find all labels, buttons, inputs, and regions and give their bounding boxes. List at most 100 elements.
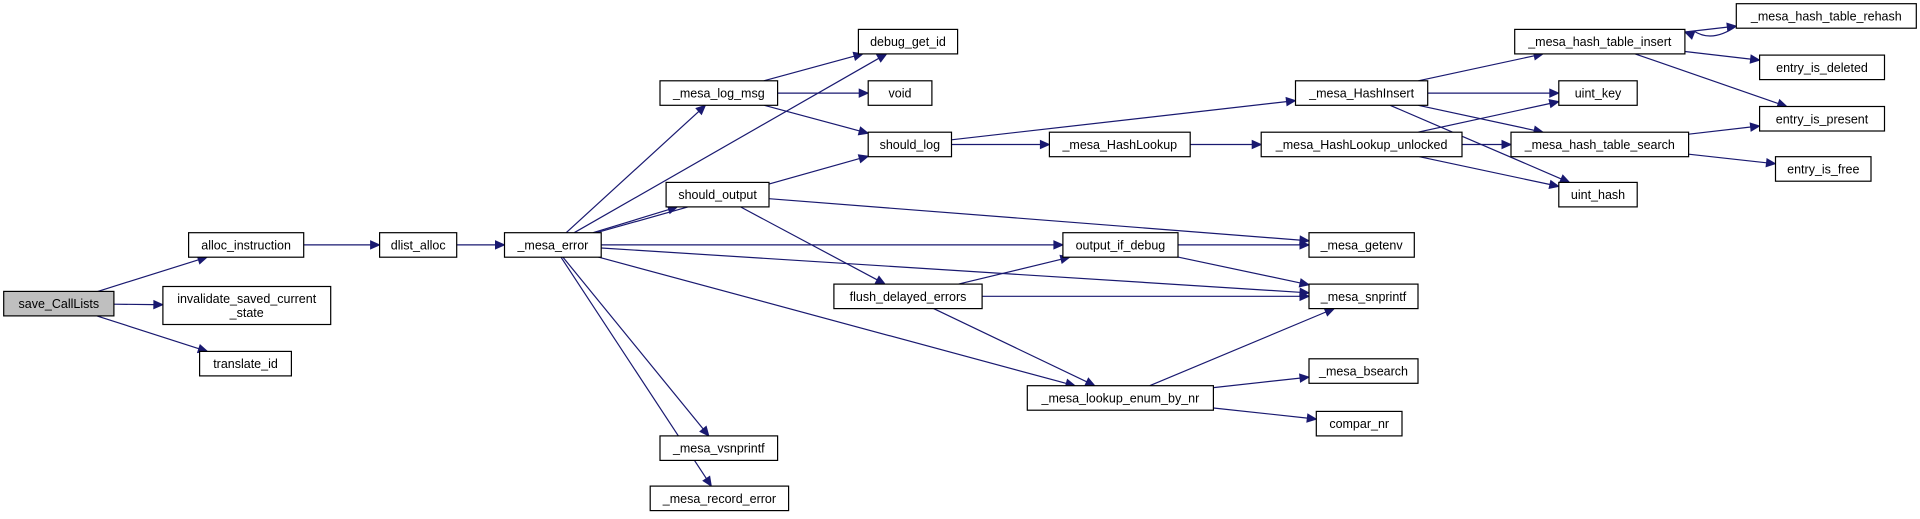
arrowhead-icon <box>1501 139 1513 150</box>
node-label: _mesa_error <box>516 238 588 252</box>
edge-line <box>951 101 1287 141</box>
edge-mesa-log-msg-to-void <box>777 88 870 98</box>
node-box <box>659 435 779 461</box>
node-entry-is-free[interactable]: entry_is_free <box>1774 156 1872 182</box>
edge-mesa-hashinsert-to-uint-key <box>1427 88 1561 98</box>
node-label: flush_delayed_errors <box>850 290 967 304</box>
edge-mesa-error-to-mesa-lookup-enum-by-nr <box>598 256 1077 388</box>
node-mesa-hash-table-insert[interactable]: _mesa_hash_table_insert <box>1514 28 1686 55</box>
node-flush-delayed-errors[interactable]: flush_delayed_errors <box>833 283 983 310</box>
edge-dlist-alloc-to-mesa-error <box>456 240 506 250</box>
arrowhead-icon <box>1299 373 1311 383</box>
node-mesa-log-msg[interactable]: _mesa_log_msg <box>659 80 779 106</box>
node-output-if-debug[interactable]: output_if_debug <box>1062 232 1179 258</box>
node-translate-id[interactable]: translate_id <box>199 350 293 377</box>
node-box <box>649 485 790 512</box>
arrowhead-icon <box>1749 122 1761 132</box>
edge-save-calllists-to-invalidate-saved-current-state <box>113 299 165 310</box>
node-label: _mesa_HashInsert <box>1308 87 1414 101</box>
node-mesa-hashinsert[interactable]: _mesa_HashInsert <box>1294 80 1429 106</box>
node-box <box>1558 181 1638 208</box>
node-label: uint_hash <box>1571 188 1625 202</box>
edge-should-output-to-mesa-getenv <box>768 198 1311 245</box>
node-box <box>1774 156 1872 182</box>
node-entry-is-deleted[interactable]: entry_is_deleted <box>1758 54 1886 81</box>
node-mesa-hashlookup-unlocked[interactable]: _mesa_HashLookup_unlocked <box>1260 131 1463 158</box>
edge-line <box>740 206 878 281</box>
edge-line <box>1688 126 1751 135</box>
edge-line <box>933 308 1087 383</box>
node-mesa-hash-table-rehash[interactable]: _mesa_hash_table_rehash <box>1735 3 1917 29</box>
edge-flush-delayed-errors-to-mesa-snprintf <box>981 291 1311 302</box>
node-mesa-record-error[interactable]: _mesa_record_error <box>649 485 790 512</box>
node-label: entry_is_free <box>1787 163 1859 177</box>
node-mesa-bsearch[interactable]: _mesa_bsearch <box>1308 358 1419 384</box>
edge-mesa-error-to-mesa-log-msg <box>565 104 707 234</box>
edge-mesa-hashlookup-to-mesa-hashlookup-unlocked <box>1190 139 1263 150</box>
node-box <box>833 283 983 310</box>
node-entry-is-present[interactable]: entry_is_present <box>1758 105 1886 132</box>
arrowhead-icon <box>1299 291 1311 302</box>
edge-line <box>573 57 880 234</box>
node-label: invalidate_saved_current <box>177 292 317 306</box>
edge-line <box>1419 156 1551 186</box>
node-debug-get-id[interactable]: debug_get_id <box>857 28 959 55</box>
node-mesa-lookup-enum-by-nr[interactable]: _mesa_lookup_enum_by_nr <box>1026 385 1215 411</box>
node-should-output[interactable]: should_output <box>665 181 770 208</box>
arrowhead-icon <box>875 53 888 63</box>
edge-flush-delayed-errors-to-output-if-debug <box>958 254 1072 285</box>
edge-mesa-hash-table-rehash-to-mesa-hash-table-insert <box>1683 25 1737 40</box>
arrowhead-icon <box>1299 240 1311 250</box>
node-mesa-hash-table-search[interactable]: _mesa_hash_table_search <box>1510 131 1690 158</box>
node-label: _mesa_lookup_enum_by_nr <box>1041 392 1200 406</box>
edge-save-calllists-to-translate-id <box>96 315 209 354</box>
edge-line <box>96 315 199 350</box>
arrowhead-icon <box>1053 240 1065 250</box>
node-alloc-instruction[interactable]: alloc_instruction <box>188 232 305 258</box>
edge-line <box>768 198 1301 241</box>
node-save-calllists[interactable]: save_CallLists <box>3 290 115 317</box>
node-box <box>3 290 115 317</box>
edge-line <box>1213 377 1301 389</box>
node-label: compar_nr <box>1329 417 1389 431</box>
arrowhead-icon <box>1749 54 1761 64</box>
node-dlist-alloc[interactable]: dlist_alloc <box>379 232 458 258</box>
node-invalidate-saved-current-state[interactable]: invalidate_saved_current_state <box>162 285 332 326</box>
edge-line <box>592 209 669 234</box>
node-box <box>1062 232 1179 258</box>
arrowhead-icon <box>1039 139 1051 150</box>
node-box <box>867 131 953 158</box>
node-label: void <box>889 87 912 101</box>
node-label: _mesa_bsearch <box>1318 365 1408 379</box>
edge-mesa-error-to-should-output <box>592 205 679 234</box>
node-box <box>162 285 332 326</box>
edge-line <box>764 104 860 132</box>
arrowhead-icon <box>1084 377 1096 387</box>
arrowhead-icon <box>1549 88 1561 98</box>
call-graph-nodes: save_CallLists alloc_instruction invalidat… <box>3 3 1917 512</box>
node-label: uint_key <box>1575 87 1622 101</box>
node-void[interactable]: void <box>867 80 933 106</box>
node-box <box>1514 28 1686 55</box>
node-mesa-snprintf[interactable]: _mesa_snprintf <box>1308 283 1419 310</box>
node-compar-nr[interactable]: compar_nr <box>1315 410 1403 437</box>
arrowhead-icon <box>1251 139 1263 150</box>
edge-line <box>598 256 1067 384</box>
edge-line <box>1177 256 1301 284</box>
node-mesa-vsnprintf[interactable]: _mesa_vsnprintf <box>659 435 779 461</box>
edge-line <box>763 55 855 82</box>
node-mesa-getenv[interactable]: _mesa_getenv <box>1308 232 1415 258</box>
arrowhead-icon <box>1765 157 1777 168</box>
edge-line <box>565 110 700 234</box>
arrowhead-icon <box>495 240 506 250</box>
edge-mesa-hash-table-insert-to-entry-is-deleted <box>1684 50 1761 64</box>
node-mesa-error[interactable]: _mesa_error <box>503 232 602 258</box>
node-uint-key[interactable]: uint_key <box>1558 80 1638 106</box>
node-uint-hash[interactable]: uint_hash <box>1558 181 1638 208</box>
node-should-log[interactable]: should_log <box>867 131 953 158</box>
arrowhead-icon <box>858 88 870 98</box>
arrowhead-icon <box>1558 174 1571 184</box>
node-mesa-hashlookup[interactable]: _mesa_HashLookup <box>1048 131 1191 158</box>
node-label: save_CallLists <box>19 297 100 311</box>
node-box <box>1735 3 1917 29</box>
